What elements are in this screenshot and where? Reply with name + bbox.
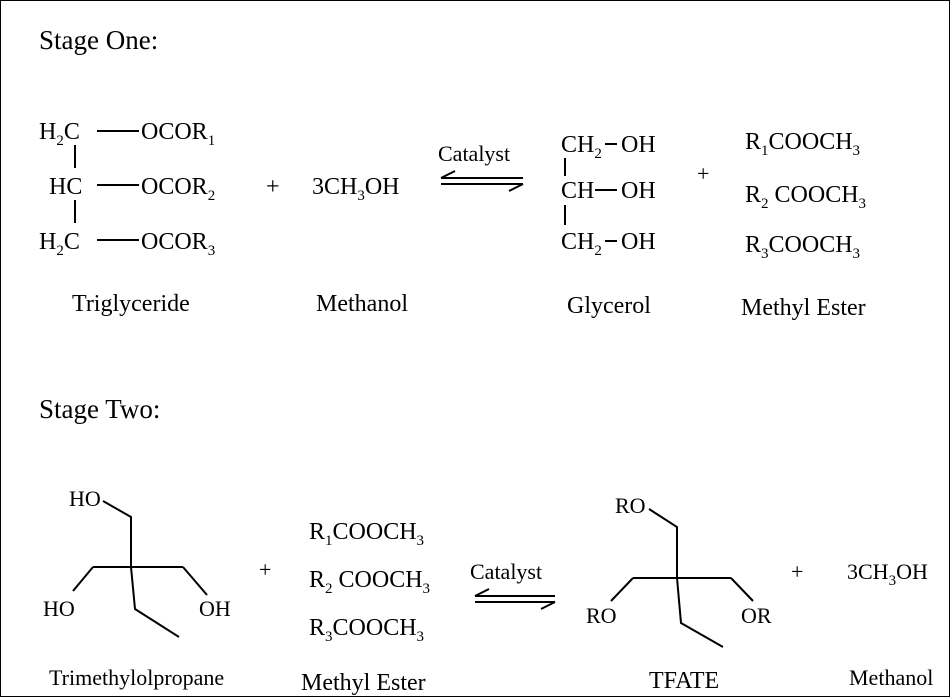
triglyceride-c2-label: HC	[49, 174, 82, 200]
tmp-left-arm	[72, 566, 94, 592]
glycerol-label: Glycerol	[567, 293, 651, 319]
stage-two-plus-1: +	[259, 557, 271, 582]
triglyceride-ester-2: OCOR2	[141, 174, 215, 204]
stage-one-methyl-ester-label: Methyl Ester	[741, 295, 866, 321]
stage-one-plus-2: +	[697, 161, 709, 186]
stage-one-catalyst-label: Catalyst	[438, 141, 510, 166]
triglyceride-c1-label: H2C	[39, 119, 80, 149]
glycerol-c3: CH2	[561, 229, 602, 259]
tmp-label: Trimethylolpropane	[49, 665, 224, 690]
tfate-top-ro: RO	[615, 493, 646, 518]
stage-two-ester-r3: R3COOCH3	[309, 615, 424, 645]
stage-two-methanol-label: Methanol	[849, 665, 933, 690]
tfate-structure: RO RO OR	[586, 493, 772, 648]
stage-two-equilibrium-arrow	[474, 588, 556, 610]
stage-two-plus-2: +	[791, 559, 803, 584]
stage-one-ester-r3: R3COOCH3	[745, 232, 860, 262]
stage-one-ester-r2: R2 COOCH3	[745, 182, 866, 212]
tmp-top-ho: HO	[69, 486, 101, 511]
tfate-right-or: OR	[741, 603, 772, 628]
stage-two-heading: Stage Two:	[39, 394, 160, 424]
tmp-top-arm	[102, 500, 132, 567]
tfate-right-arm	[730, 577, 754, 602]
stage-one-equilibrium-arrow	[440, 170, 524, 192]
tfate-left-arm	[610, 577, 634, 602]
tmp-ethyl-chain	[130, 566, 180, 638]
trimethylolpropane-structure: HO HO OH	[43, 486, 231, 638]
stage-one-methanol-formula: 3CH3OH	[312, 174, 400, 204]
stage-two-ester-r2: R2 COOCH3	[309, 567, 430, 597]
stage-two-methyl-ester-label: Methyl Ester	[301, 670, 426, 696]
triglyceride-c3-label: H2C	[39, 229, 80, 259]
tfate-label: TFATE	[649, 668, 719, 694]
glycerol-oh-2: OH	[621, 178, 656, 204]
tfate-top-arm	[648, 508, 678, 578]
stage-one-ester-r1: R1COOCH3	[745, 129, 860, 159]
triglyceride-ester-1: OCOR1	[141, 119, 215, 149]
tmp-right-arm	[182, 566, 208, 596]
glycerol-c2: CH	[561, 178, 594, 204]
glycerol-oh-1: OH	[621, 132, 656, 158]
glycerol-structure: CH2 CH CH2 OH OH OH	[561, 132, 656, 259]
stage-two-methyl-ester-structure: R1COOCH3 R2 COOCH3 R3COOCH3	[309, 519, 430, 645]
stage-one-methyl-ester-structure: R1COOCH3 R2 COOCH3 R3COOCH3	[745, 129, 866, 262]
tfate-left-ro: RO	[586, 603, 617, 628]
tmp-left-ho: HO	[43, 596, 75, 621]
triglyceride-label: Triglyceride	[72, 291, 190, 317]
stage-two-ester-r1: R1COOCH3	[309, 519, 424, 549]
glycerol-c1: CH2	[561, 132, 602, 162]
glycerol-oh-3: OH	[621, 229, 656, 255]
stage-two-catalyst-label: Catalyst	[470, 559, 542, 584]
stage-one-heading: Stage One:	[39, 25, 158, 55]
stage-two-methanol-formula: 3CH3OH	[847, 559, 928, 589]
triglyceride-ester-3: OCOR3	[141, 229, 215, 259]
stage-one-methanol-label: Methanol	[316, 291, 408, 317]
stage-one-plus-1: +	[266, 174, 280, 200]
triglyceride-structure: H2C HC H2C OCOR1 OCOR2 OCOR3	[39, 119, 215, 259]
tfate-ethyl-chain	[676, 577, 724, 648]
tmp-right-oh: OH	[199, 596, 231, 621]
